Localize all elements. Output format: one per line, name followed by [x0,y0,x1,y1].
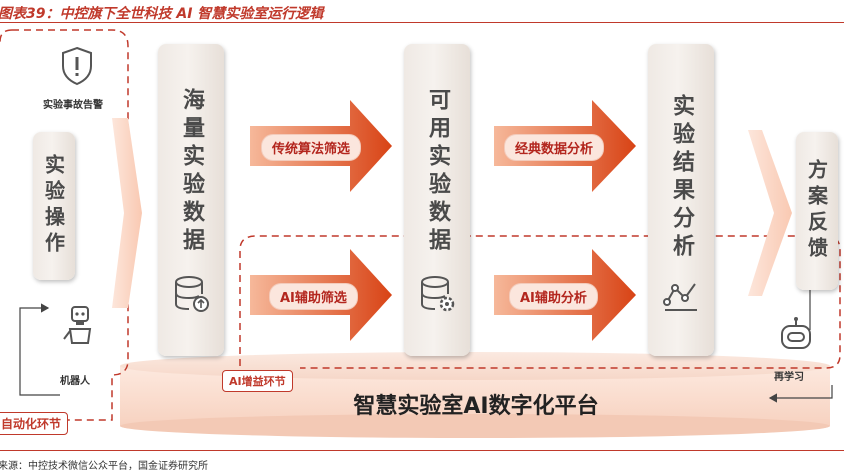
result-analysis-pillar: 实验结果分析 [648,44,714,356]
platform-label: 智慧实验室AI数字化平台 [353,394,599,419]
figure-title: 图表39：中控旗下全世科技 AI 智慧实验室运行逻辑 [0,6,324,22]
source-divider [0,450,844,451]
alarm-label: 实验事故告警 [43,100,103,111]
mass-data-pillar: 海量实验数据 [158,44,224,356]
operation-pillar: 实验操作 [33,132,75,280]
operation-label: 实验操作 [41,154,66,258]
ai-filter-label: AI辅助筛选 [270,284,357,309]
mass-data-label: 海量实验数据 [179,88,204,256]
automation-tag: 自动化环节 [0,412,69,435]
relearn-connector [768,385,833,403]
plan-feedback-label: 方案反馈 [804,159,829,263]
analytics-icon [661,278,701,318]
automation-loop-outline [12,29,129,421]
traditional-filter-label: 传统算法筛选 [262,135,361,160]
ai-analysis-label: AI辅助分析 [510,284,597,309]
shield-alert-icon [60,46,94,90]
usable-data-pillar: 可用实验数据 [404,44,470,356]
robot-to-operation-connector [19,303,60,396]
robot-label: 机器人 [60,376,90,387]
robot-head-icon [776,316,816,360]
robot-icon [62,303,98,351]
database-upload-icon [172,274,210,318]
plan-feedback-pillar: 方案反馈 [796,132,838,290]
usable-data-label: 可用实验数据 [425,88,450,256]
figure-source: 来源：中控技术微信公众平台，国金证券研究所 [0,461,208,472]
classic-analysis-label: 经典数据分析 [505,135,604,160]
result-analysis-label: 实验结果分析 [669,94,694,262]
arrow-result-to-feedback [748,130,792,296]
arrow-operation-to-data [112,118,142,308]
relearn-label: 再学习 [774,372,804,383]
title-divider [0,22,844,23]
database-gear-icon [418,274,456,318]
ai-gain-tag: AI增益环节 [222,370,293,392]
